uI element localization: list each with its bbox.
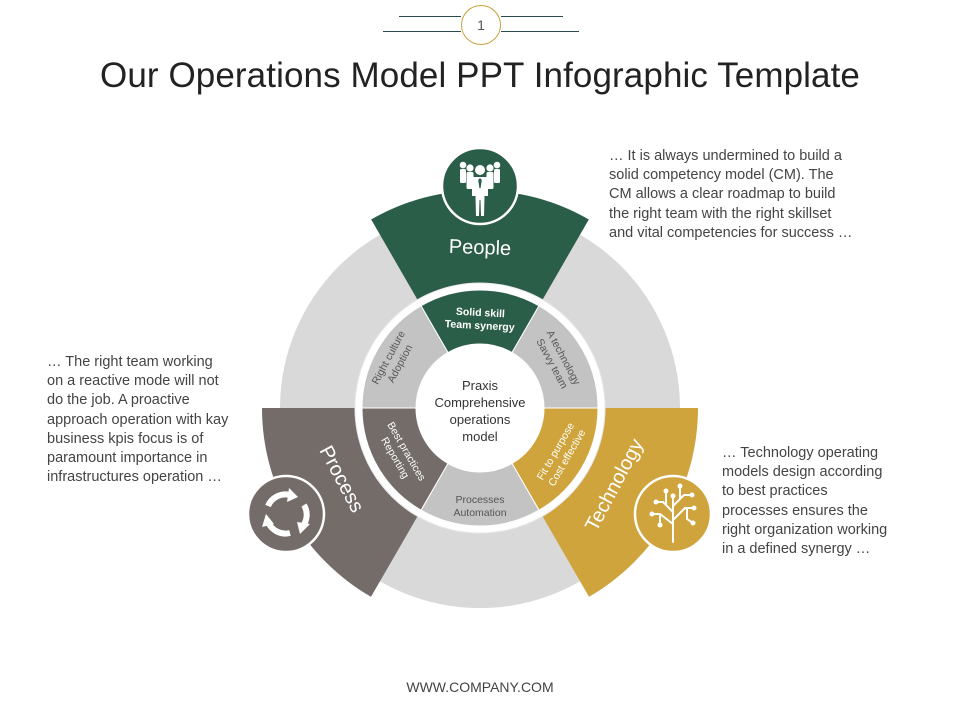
technology-segment [542,408,698,597]
inner-segment-upper-left [361,305,449,409]
cycle-arrowheads [262,488,310,534]
page-number: 1 [461,5,501,45]
inner-bottom-line1: Processes [455,494,504,506]
people-segment [371,190,589,300]
people-description: … It is always undermined to build a sol… [609,148,853,241]
page-number-line [399,16,461,17]
center-line4: model [462,429,498,444]
page-number-line [501,16,563,17]
inner-top-line2: Team synergy [444,318,515,334]
page-number-line [383,31,461,32]
people-icon-badge [440,146,520,226]
separator-ring-edge [354,282,606,534]
process-description: … The right team working on a reactive m… [47,354,229,486]
page-number-line [501,31,579,32]
inner-top-line1: Solid skill [456,306,506,321]
process-icon-badge [246,474,326,554]
technology-description: … Technology operating models design acc… [722,445,888,558]
team-icon [459,161,501,216]
center-line2: Comprehensive [434,395,525,410]
inner-label-top: Solid skill Team synergy [444,306,515,334]
circuit-nodes [649,483,697,528]
process-segment [262,408,418,597]
inner-ring [361,289,599,527]
center-circle [418,346,542,470]
center-line3: operations [450,412,511,427]
footer-url: WWW.COMPANY.COM [406,679,554,695]
inner-bottom-line2: Automation [453,507,506,519]
circuit-tree-icon [651,486,695,543]
page-title: Our Operations Model PPT Infographic Tem… [100,56,860,95]
page-number-badge: 1 [383,5,579,45]
center-line1: Praxis [462,378,499,393]
technology-icon-badge [633,474,713,554]
inner-label-bottom: Processes Automation [453,494,506,519]
people-label: People [448,236,511,260]
